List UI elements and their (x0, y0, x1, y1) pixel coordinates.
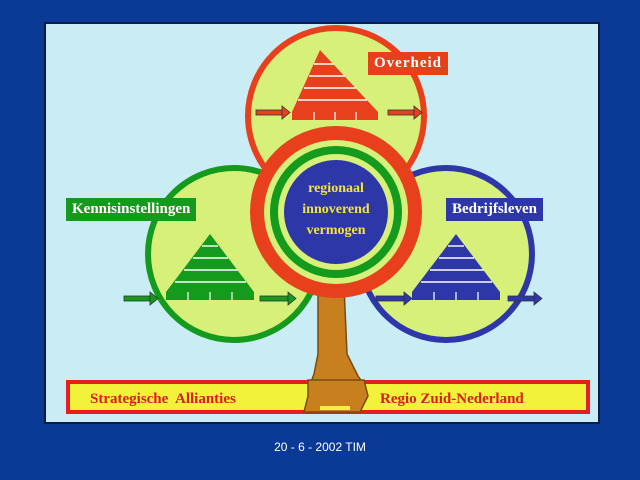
government-label: Overheid (368, 52, 448, 75)
center-text-line2: innoverend (302, 202, 370, 217)
government-pyramid-icon (292, 50, 378, 120)
center-core (284, 160, 388, 264)
government-output-arrow-icon (387, 105, 423, 120)
trunk-base-highlight (320, 406, 350, 410)
business-pyramid-icon (412, 234, 500, 300)
business-label: Bedrijfsleven (446, 198, 543, 221)
trunk-base (303, 379, 369, 413)
tree-diagram: regionaal innoverend vermogen Strategisc… (66, 25, 590, 414)
knowledge-output-arrow-icon (259, 291, 297, 306)
government-input-arrow-icon (255, 105, 291, 120)
banner-right-text: Regio Zuid-Nederland (380, 391, 524, 407)
center-text-line1: regionaal (308, 181, 364, 196)
knowledge-input-arrow-icon (123, 291, 159, 306)
banner-left-text: Strategische Allianties (90, 391, 236, 407)
business-output-arrow-icon (507, 291, 543, 306)
knowledge-institutions-label: Kennisinstellingen (66, 198, 197, 221)
center-text-line3: vermogen (306, 223, 365, 238)
business-input-arrow-icon (375, 291, 413, 306)
slide-panel: regionaal innoverend vermogen Strategisc… (44, 22, 600, 424)
knowledge-pyramid-icon (166, 234, 254, 300)
footer-date: 20 - 6 - 2002 TIM (274, 440, 366, 454)
